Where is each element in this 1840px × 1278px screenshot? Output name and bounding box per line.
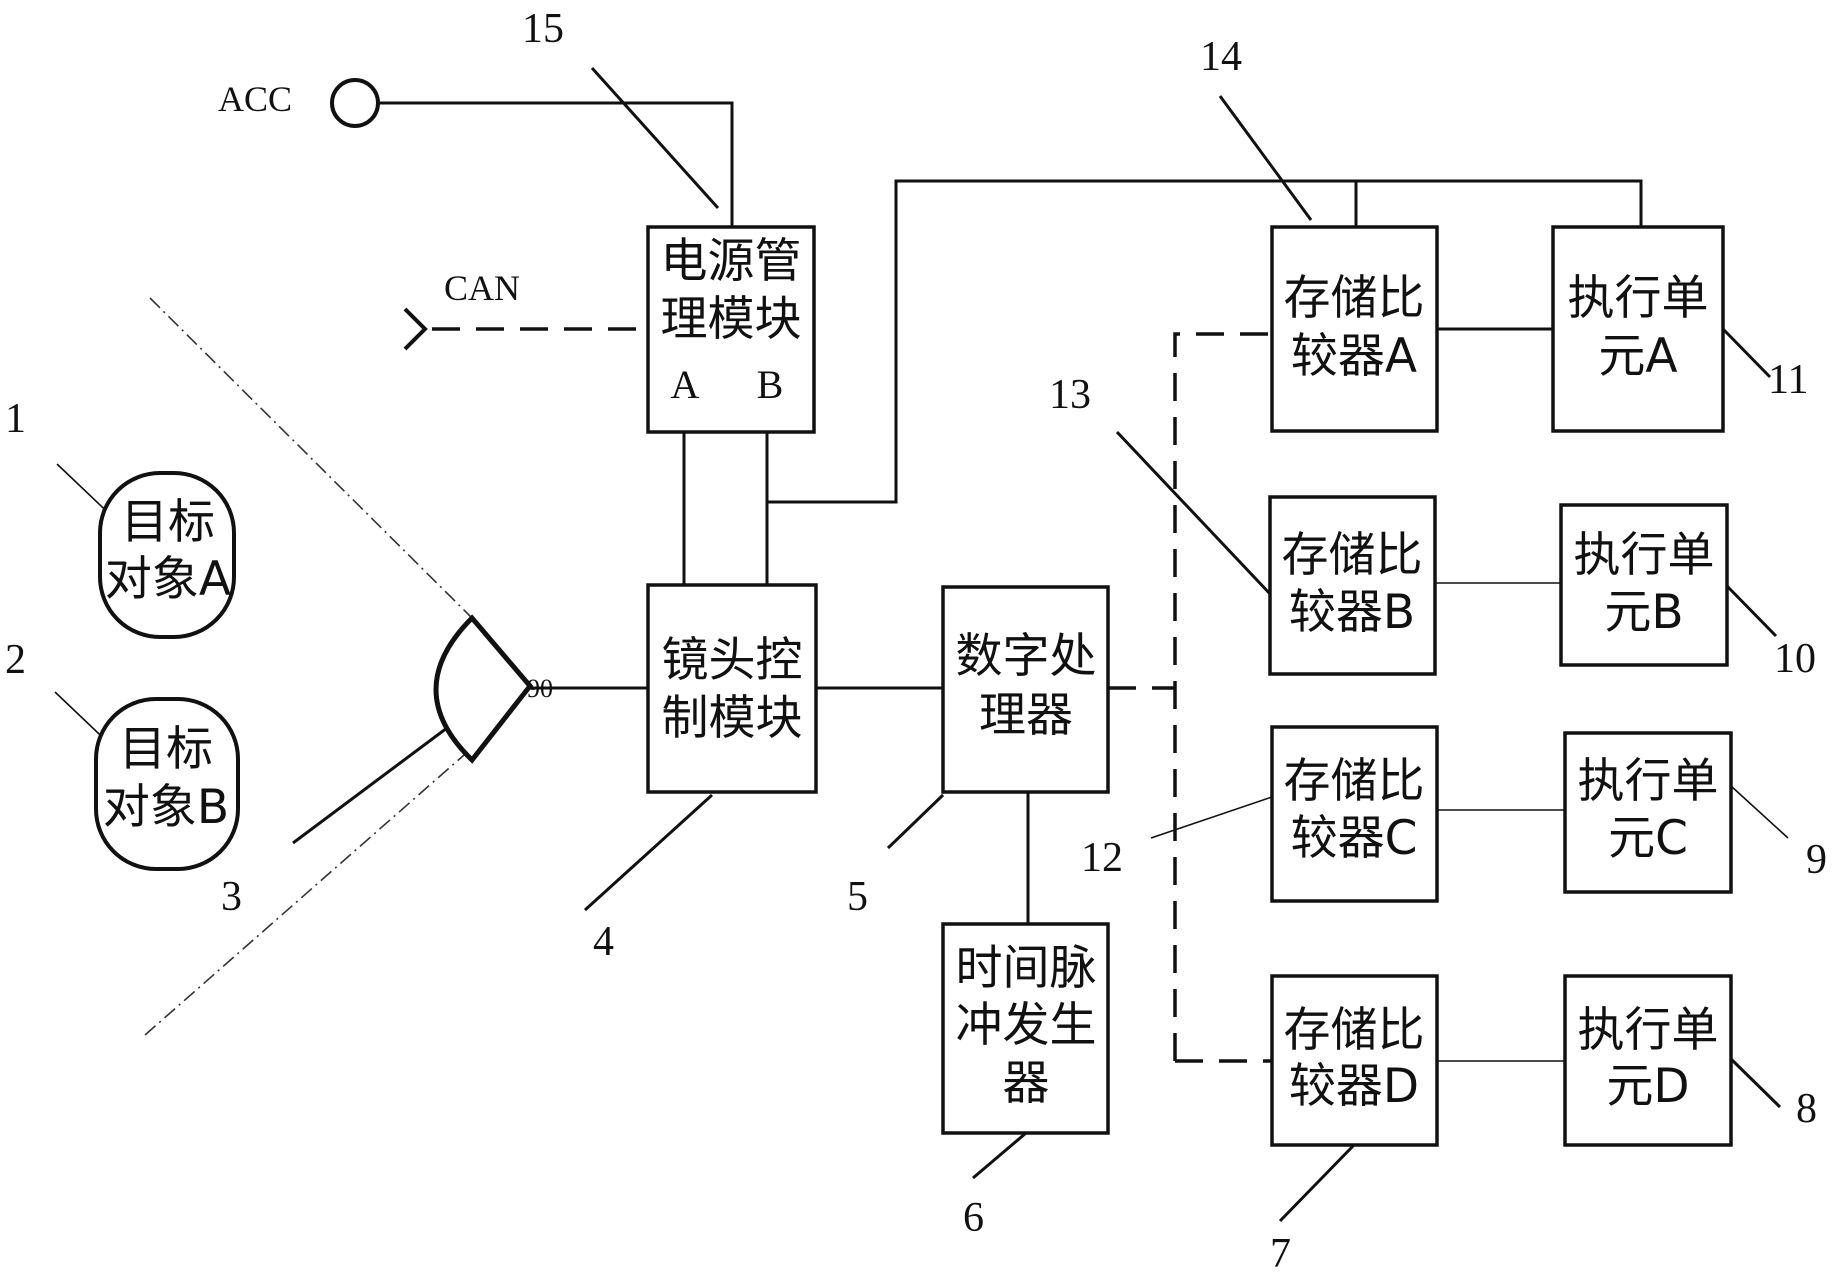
comparator-b-label-line2: 较器B (1289, 585, 1415, 640)
actuator-a-label-line2: 元A (1598, 329, 1677, 384)
ref-num-2: 2 (5, 637, 26, 683)
comparator-d-label-line2: 较器D (1289, 1059, 1419, 1114)
ref-num-6: 6 (963, 1195, 984, 1241)
comparator-a-label-line1: 存储比 (1284, 271, 1425, 326)
storage-comparator-a (1270, 225, 1439, 433)
actuator-c-label-line2: 元C (1608, 811, 1688, 866)
target-object-a (98, 471, 236, 639)
actuator-b-label-line1: 执行单 (1574, 528, 1715, 583)
comparator-a-label-line2: 较器A (1291, 329, 1417, 384)
execution-unit-a (1551, 225, 1725, 433)
pulse-gen-label-line3: 器 (1003, 1056, 1050, 1111)
target-b-label-line1: 目标 (119, 722, 213, 777)
lens-module-label-line2: 制模块 (662, 691, 803, 746)
ref-num-11: 11 (1768, 357, 1808, 403)
ref-num-1: 1 (5, 396, 26, 442)
leader-9 (1730, 785, 1789, 839)
comparator-c-label-line1: 存储比 (1284, 754, 1425, 809)
leader-15 (590, 66, 720, 210)
digital-processor (941, 585, 1110, 794)
ref-num-12: 12 (1081, 835, 1123, 881)
leader-6 (972, 1131, 1027, 1180)
dsp-label-line1: 数字处 (956, 629, 1097, 684)
can-label: CAN (444, 268, 520, 308)
ref-num-15: 15 (522, 6, 564, 52)
ref-num-10: 10 (1774, 636, 1816, 682)
dsp-data-bus (1108, 332, 1272, 1063)
ref-num-4: 4 (593, 919, 614, 965)
storage-comparator-c (1270, 725, 1439, 903)
acc-terminal-icon (330, 78, 380, 128)
actuator-c-label-line1: 执行单 (1578, 754, 1719, 809)
target-object-b (94, 697, 240, 871)
ref-num-14: 14 (1200, 34, 1242, 80)
actuator-a-label-line1: 执行单 (1568, 271, 1709, 326)
time-pulse-generator (941, 922, 1110, 1135)
camera-mark: 90 (527, 674, 553, 703)
leader-10 (1725, 584, 1778, 638)
leader-5 (886, 793, 945, 850)
actuator-d-label-line2: 元D (1606, 1059, 1689, 1114)
power-bus-wire (767, 179, 1643, 504)
ref-num-13: 13 (1049, 372, 1091, 418)
ref-num-7: 7 (1270, 1231, 1291, 1277)
storage-comparator-b (1268, 495, 1437, 676)
target-b-label-line2: 对象B (103, 780, 229, 835)
lens-control-module (646, 583, 818, 794)
leader-7 (1278, 1143, 1356, 1223)
execution-unit-c (1563, 731, 1733, 894)
camera-lens-icon (433, 614, 534, 764)
ref-num-9: 9 (1806, 837, 1827, 883)
storage-comparator-d (1270, 974, 1439, 1147)
power-module-label-line1: 电源管 (661, 234, 802, 289)
leader-4 (583, 793, 714, 912)
comparator-b-label-line1: 存储比 (1282, 528, 1423, 583)
ref-num-5: 5 (847, 874, 868, 920)
comparator-d-label-line1: 存储比 (1284, 1003, 1425, 1058)
fov-lower-line (144, 747, 473, 1036)
actuator-b-label-line2: 元B (1604, 585, 1683, 640)
leader-8 (1729, 1057, 1782, 1109)
ref-num-3: 3 (221, 874, 242, 920)
leader-12 (1150, 796, 1273, 839)
power-management-module (646, 225, 816, 434)
power-module-port-a: A (671, 362, 700, 407)
ref-num-8: 8 (1796, 1086, 1817, 1132)
comparator-c-label-line2: 较器C (1291, 811, 1418, 866)
leader-14 (1218, 95, 1313, 221)
target-a-label-line2: 对象A (105, 552, 231, 607)
power-module-label-line2: 理模块 (661, 292, 802, 347)
pulse-gen-label-line1: 时间脉 (956, 941, 1097, 996)
acc-label: ACC (218, 79, 292, 119)
execution-unit-d (1563, 974, 1733, 1147)
dsp-label-line2: 理器 (979, 688, 1073, 743)
lens-module-label-line1: 镜头控 (662, 633, 803, 688)
actuator-d-label-line1: 执行单 (1578, 1003, 1719, 1058)
leader-13 (1115, 430, 1274, 598)
power-module-port-b: B (757, 362, 784, 407)
acc-wire (378, 101, 734, 227)
leader-3 (292, 720, 456, 845)
target-a-label-line1: 目标 (121, 495, 215, 550)
leader-11 (1721, 327, 1772, 379)
pulse-gen-label-line2: 冲发生 (956, 998, 1097, 1053)
execution-unit-b (1559, 503, 1729, 667)
can-arrow-icon (403, 307, 428, 351)
